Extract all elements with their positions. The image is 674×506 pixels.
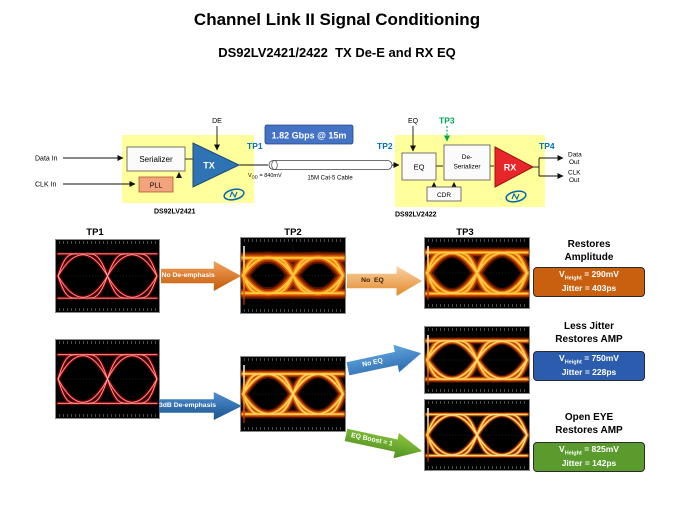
data-out-label-line1: Data: [568, 152, 582, 159]
vheight-value: VHeight = 825mV: [559, 444, 619, 457]
eye-diagram-tp3-row1: [424, 237, 530, 309]
eq-top-label: EQ: [408, 118, 419, 125]
scope-footer-strip: [56, 413, 159, 418]
tp4-diagram-label: TP4: [539, 141, 555, 151]
eq-box: [401, 152, 437, 181]
scope-footer-strip: [425, 303, 529, 308]
rx-label: RX: [504, 163, 517, 173]
tp3-diagram-label: TP3: [439, 116, 455, 126]
deserializer-label-line1: De-: [462, 154, 472, 161]
scope-footer-strip: [56, 307, 159, 312]
cable-endcap: [271, 160, 278, 170]
eye-diagram-tp2-row2: [240, 356, 346, 432]
deserializer-box: [443, 144, 491, 181]
scope-footer-strip: [241, 426, 345, 431]
data-in-label: Data In: [35, 156, 58, 163]
result-caption-row2: Less Jitter Restores AMP: [533, 321, 645, 346]
result-caption-row1: Restores Amplitude: [533, 239, 645, 264]
scope-header-strip: [241, 357, 345, 362]
vheight-value: VHeight = 290mV: [559, 269, 619, 282]
block-diagram: Data In CLK In Serializer PLL TX DE TP1 …: [35, 116, 582, 219]
scope-header-strip: [425, 327, 529, 332]
arrow-label: No De-emphasis: [161, 272, 215, 280]
jitter-value: Jitter = 403ps: [561, 283, 617, 294]
tp3-column-label: TP3: [456, 227, 474, 238]
national-semiconductor-logo: [505, 190, 527, 203]
jitter-value: Jitter = 142ps: [561, 458, 617, 469]
de-label: DE: [212, 118, 222, 125]
measurement-badge-row3: VHeight = 825mV Jitter = 142ps: [533, 442, 645, 472]
scope-header-strip: [425, 400, 529, 405]
rate-badge-label: 1.82 Gbps @ 15m: [272, 131, 347, 141]
vheight-value: VHeight = 750mV: [559, 353, 619, 366]
eye-diagram-tp1-row2: [55, 339, 160, 419]
tp2-column-label: TP2: [284, 227, 302, 238]
tp2-diagram-label: TP2: [377, 141, 393, 151]
cdr-label: CDR: [437, 192, 451, 199]
scope-footer-strip: [425, 388, 529, 393]
scope-header-strip: [56, 240, 159, 245]
data-out-label-line2: Out: [569, 159, 580, 166]
eye-diagram-tp2-row1: [240, 237, 346, 314]
scope-header-strip: [241, 238, 345, 243]
tp1-column-label: TP1: [86, 227, 104, 238]
deserializer-label-line2: Serializer: [453, 164, 481, 171]
no-eq-arrow-row1: No EQ: [347, 266, 422, 296]
result-line: Less Jitter: [563, 321, 615, 332]
scope-footer-strip: [241, 308, 345, 313]
vod-label: VOD = 840mV: [248, 173, 282, 179]
jitter-value: Jitter = 228ps: [561, 367, 617, 378]
connector-lines: [63, 126, 564, 188]
scope-header-strip: [425, 238, 529, 243]
tx-chip-name: DS92LV2421: [154, 209, 196, 216]
eye-diagram-tp3-row2: [424, 326, 530, 394]
serializer-label: Serializer: [139, 155, 173, 164]
result-line: Amplitude: [564, 251, 614, 263]
eye-diagram-tp3-row3: [424, 399, 530, 471]
tx-label: TX: [203, 161, 215, 171]
arrow-label: No EQ: [361, 277, 384, 285]
serializer-box: [126, 146, 186, 172]
tx-driver-triangle: [192, 142, 241, 188]
page-title: Channel Link II Signal Conditioning: [193, 10, 481, 29]
eq-box-label: EQ: [414, 163, 425, 172]
measurement-badge-row2: VHeight = 750mV Jitter = 228ps: [533, 351, 645, 381]
eq-boost-arrow: EQ Boost = 1: [343, 422, 425, 464]
no-eq-arrow-row2: No EQ: [345, 340, 424, 383]
result-line: Restores: [567, 239, 611, 250]
cdr-box: [426, 186, 462, 202]
rx-chip-name: DS92LV2422: [395, 212, 437, 219]
result-line: Restores AMP: [555, 333, 623, 345]
eye-diagram-tp1-row1: [55, 239, 160, 313]
measurement-badge-row1: VHeight = 290mV Jitter = 403ps: [533, 267, 645, 297]
pll-box: [138, 176, 174, 193]
result-caption-row3: Open EYE Restores AMP: [533, 412, 645, 437]
clk-out-label-line2: Out: [569, 177, 580, 184]
result-line: Restores AMP: [555, 424, 623, 436]
no-de-emphasis-arrow: No De-emphasis: [161, 261, 241, 291]
tp1-diagram-label: TP1: [247, 141, 263, 151]
arrow-label: 3dB De-emphasis: [159, 402, 217, 410]
scope-footer-strip: [425, 465, 529, 470]
clk-out-label-line1: CLK: [568, 170, 581, 177]
pll-label: PLL: [150, 183, 163, 190]
clk-in-label: CLK In: [35, 182, 57, 189]
cable-shape: [268, 160, 393, 170]
national-semiconductor-logo: [223, 188, 245, 201]
cable-label: 15M Cat-5 Cable: [307, 176, 353, 182]
rx-receiver-triangle: [494, 146, 535, 188]
page-subtitle: DS92LV2421/2422 TX De-E and RX EQ: [218, 45, 456, 60]
result-line: Open EYE: [564, 412, 614, 423]
scope-header-strip: [56, 340, 159, 345]
de-emphasis-3db-arrow: 3dB De-emphasis: [159, 392, 242, 420]
rate-badge: [264, 124, 354, 145]
